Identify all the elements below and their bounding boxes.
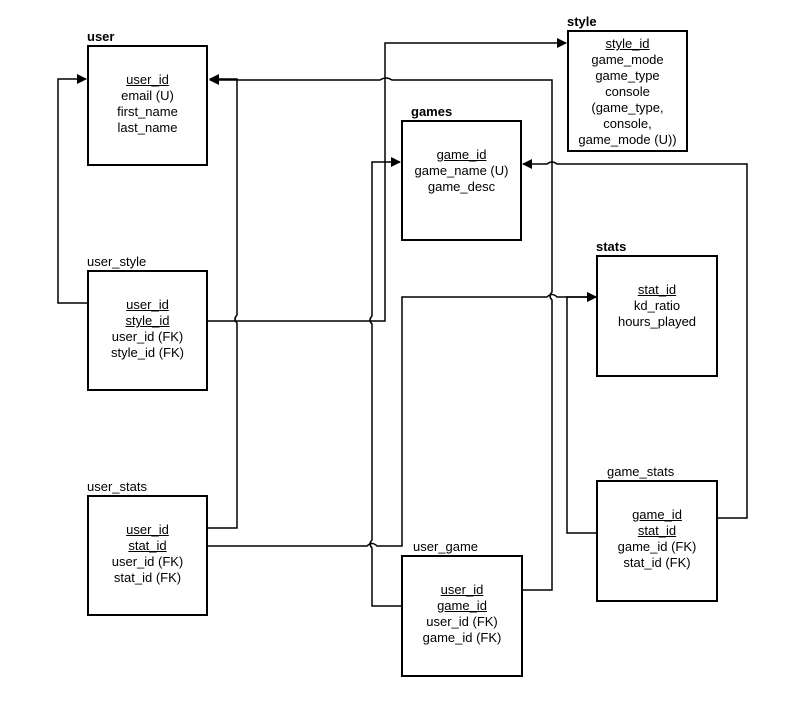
entity-box: stat_id kd_ratio hours_played [596, 255, 718, 377]
entity-title: user_stats [87, 479, 147, 494]
entity-title: user_game [413, 539, 479, 554]
field: style_id (FK) [111, 345, 184, 360]
entity-title: stats [596, 239, 627, 254]
entity-title: style [567, 14, 597, 29]
field: user_id (FK) [111, 554, 184, 569]
field: console, [603, 116, 652, 131]
field: kd_ratio [633, 298, 681, 313]
field-primary-key: style_id [125, 313, 170, 328]
link-user-stats-to-user [208, 74, 238, 529]
field: game_name (U) [414, 163, 509, 178]
field: console [605, 84, 650, 99]
entity-box: style_id game_mode game_type console (ga… [567, 30, 688, 152]
entity-box: user_id stat_id user_id (FK) stat_id (FK… [87, 495, 208, 616]
field-primary-key: user_id [126, 522, 169, 537]
entity-box: game_id game_name (U) game_desc [401, 120, 522, 241]
field: game_desc [427, 179, 496, 194]
link-game-stats-to-stats [566, 292, 598, 534]
field-primary-key: user_id [126, 297, 169, 312]
link-user-game-to-games [369, 157, 402, 607]
field: game_id (FK) [422, 630, 502, 645]
field: first_name [117, 104, 178, 119]
field-primary-key: stat_id [637, 282, 677, 297]
field: (game_type, [591, 100, 664, 115]
entity-title: user [87, 29, 115, 44]
field-primary-key: game_id [632, 507, 682, 522]
field: game_mode [591, 52, 664, 67]
field: email (U) [121, 88, 174, 103]
field: stat_id (FK) [623, 555, 691, 570]
field-primary-key: user_id [440, 582, 484, 597]
entity-box: user_id style_id user_id (FK) style_id (… [87, 270, 208, 391]
field: hours_played [617, 314, 697, 329]
field: game_mode (U)) [578, 132, 677, 147]
field-primary-key: game_id [436, 147, 487, 162]
entity-title: games [411, 104, 453, 119]
field: user_id (FK) [111, 329, 184, 344]
field-primary-key: game_id [437, 598, 487, 613]
entity-title: game_stats [607, 464, 675, 479]
link-game-stats-to-games [522, 159, 748, 519]
field: last_name [117, 120, 178, 135]
field: game_type [595, 68, 660, 83]
field: game_id (FK) [617, 539, 697, 554]
entity-box: user_id game_id user_id (FK) game_id (FK… [401, 555, 523, 677]
link-user-style-to-user [57, 74, 88, 304]
entity-box: user_id email (U) first_name last_name [87, 45, 208, 166]
link-user-game-to-user [209, 75, 553, 591]
link-user-stats-to-stats [208, 292, 597, 547]
entity-box: game_id stat_id game_id (FK) stat_id (FK… [596, 480, 718, 602]
field-primary-key: stat_id [128, 538, 167, 553]
field: user_id (FK) [426, 614, 498, 629]
link-user-style-to-style [208, 38, 567, 322]
field: stat_id (FK) [113, 570, 182, 585]
entity-title: user_style [87, 254, 147, 269]
field-primary-key: style_id [605, 36, 650, 51]
field-primary-key: stat_id [637, 523, 677, 538]
field-primary-key: user_id [126, 72, 169, 87]
